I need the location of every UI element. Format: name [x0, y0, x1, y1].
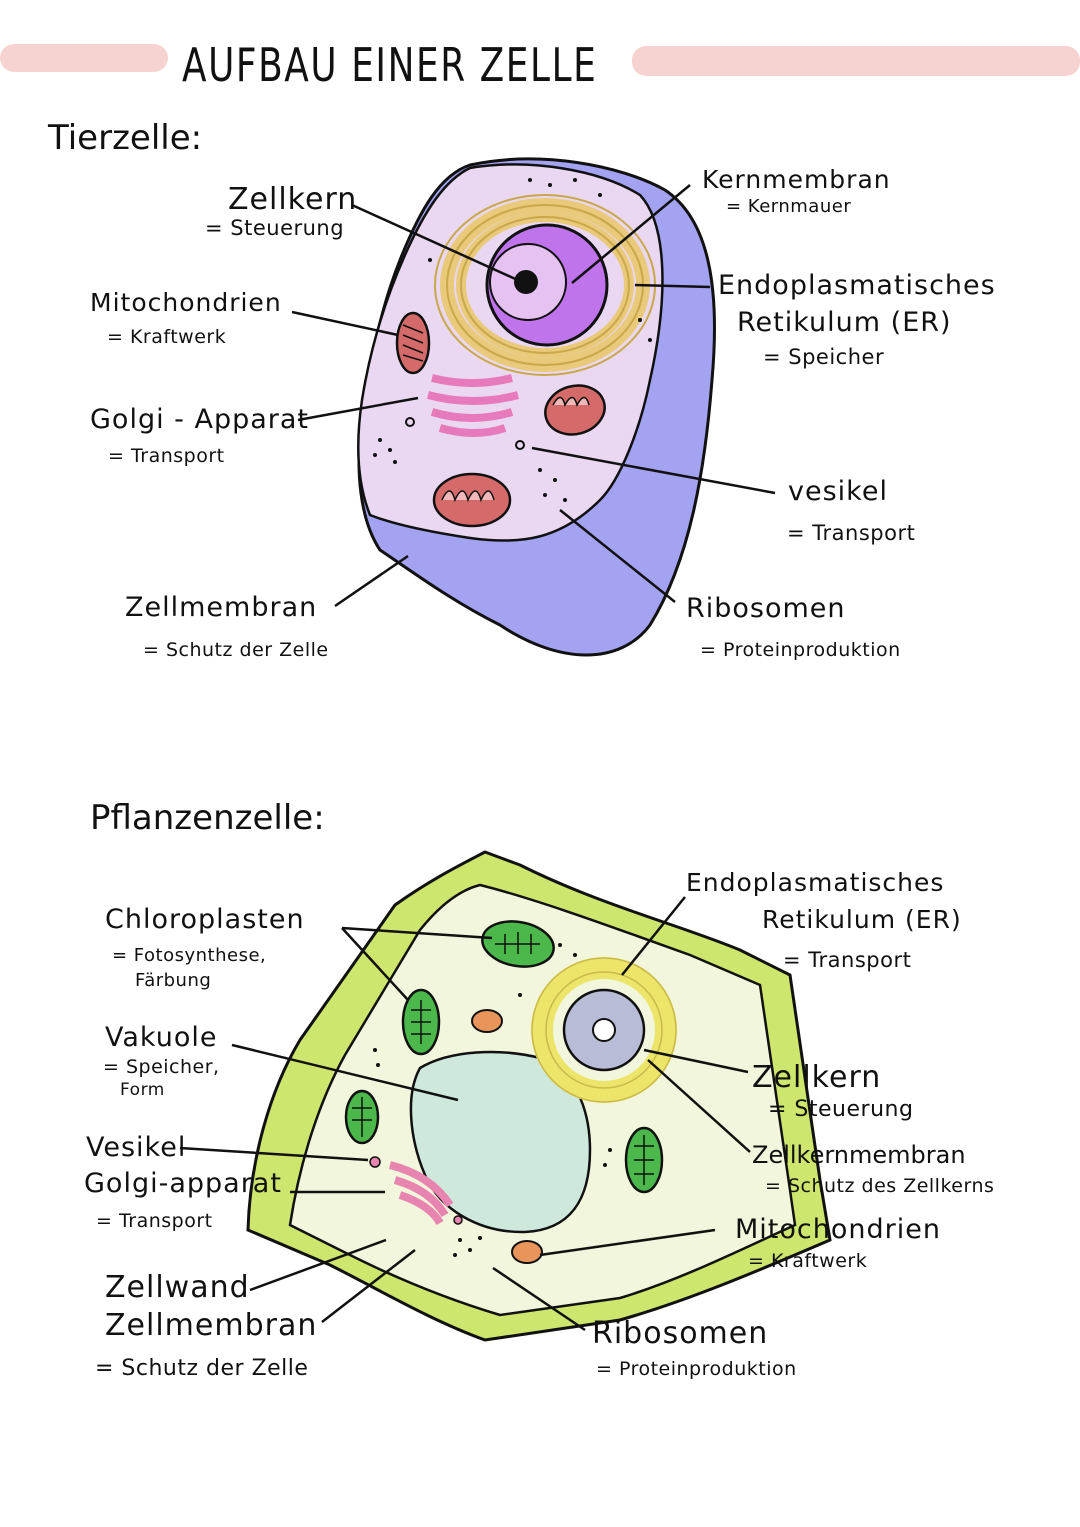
plant-cell-heading: Pflanzenzelle:: [90, 798, 325, 838]
animal-desc-golgi: = Transport: [108, 445, 225, 467]
animal-label-ribosomen: Ribosomen: [686, 593, 846, 624]
animal-mitochondria: [395, 311, 606, 528]
plant-label-zellwand: Zellwand: [105, 1270, 250, 1305]
plant-label-mitochondrien: Mitochondrien: [735, 1214, 941, 1245]
animal-desc-vesikel: = Transport: [787, 521, 916, 545]
animal-label-kernmembran: Kernmembran: [702, 165, 891, 194]
plant-nucleolus: [592, 1018, 616, 1042]
plant-vacuole: [409, 1050, 592, 1234]
animal-desc-zellkern: = Steuerung: [205, 216, 345, 240]
plant-label-zellmembran: Zellmembran: [105, 1308, 318, 1343]
animal-leader-lines: [291, 184, 776, 608]
animal-desc-zellmembran: = Schutz der Zelle: [143, 639, 329, 661]
plant-desc-vakuole-1: = Speicher,: [103, 1056, 220, 1078]
animal-label-golgi: Golgi - Apparat: [90, 404, 310, 435]
plant-label-er-line1: Endoplasmatisches: [686, 868, 945, 897]
plant-desc-chloroplasten-1: = Fotosynthese,: [112, 945, 267, 966]
plant-label-golgi: Golgi-apparat: [84, 1168, 282, 1199]
plant-label-zellkern: Zellkern: [752, 1060, 882, 1095]
animal-desc-ribosomen: = Proteinproduktion: [700, 639, 901, 661]
plant-label-chloroplasten: Chloroplasten: [105, 904, 305, 935]
page-title: AUFBAU EINER ZELLE: [182, 38, 598, 92]
animal-golgi: [405, 374, 525, 450]
animal-desc-mitochondrien: = Kraftwerk: [107, 326, 227, 348]
plant-label-vesikel: Vesikel: [86, 1132, 187, 1163]
plant-vesicles: [369, 1156, 463, 1225]
plant-desc-golgi: = Transport: [96, 1210, 213, 1232]
animal-label-zellkern: Zellkern: [228, 182, 358, 217]
title-highlight-left: [0, 44, 168, 72]
animal-nucleolus: [514, 270, 538, 294]
plant-desc-zellkern: = Steuerung: [768, 1097, 914, 1122]
plant-label-ribosomen: Ribosomen: [592, 1316, 769, 1351]
plant-er: [531, 957, 677, 1103]
animal-desc-er: = Speicher: [763, 345, 885, 369]
plant-label-er-line2: Retikulum (ER): [762, 905, 962, 934]
plant-desc-er: = Transport: [783, 948, 912, 972]
animal-label-er-line2: Retikulum (ER): [737, 307, 952, 338]
animal-ribosomes: [373, 178, 652, 502]
animal-label-vesikel: vesikel: [788, 476, 888, 507]
plant-chloroplasts: [344, 920, 664, 1194]
plant-leader-lines: [179, 896, 751, 1332]
animal-label-mitochondrien: Mitochondrien: [90, 288, 282, 317]
plant-desc-ribosomen: = Proteinproduktion: [596, 1358, 797, 1380]
plant-desc-vakuole-2: Form: [120, 1080, 165, 1100]
animal-label-zellmembran: Zellmembran: [125, 592, 318, 623]
animal-label-er-line1: Endoplasmatisches: [718, 270, 996, 301]
animal-desc-kernmembran: = Kernmauer: [726, 196, 852, 217]
plant-desc-zellkernmembran: = Schutz des Zellkerns: [765, 1175, 995, 1197]
title-highlight-right: [632, 46, 1080, 76]
plant-desc-zell: = Schutz der Zelle: [95, 1356, 309, 1381]
plant-ribosomes: [373, 943, 612, 1257]
animal-cell-heading: Tierzelle:: [48, 118, 203, 158]
plant-label-vakuole: Vakuole: [105, 1022, 218, 1053]
plant-mitochondria: [471, 1009, 543, 1264]
plant-golgi: [388, 1161, 454, 1226]
plant-desc-chloroplasten-2: Färbung: [135, 970, 212, 991]
plant-label-zellkernmembran: Zellkernmembran: [752, 1141, 966, 1169]
plant-desc-mitochondrien: = Kraftwerk: [748, 1250, 868, 1272]
